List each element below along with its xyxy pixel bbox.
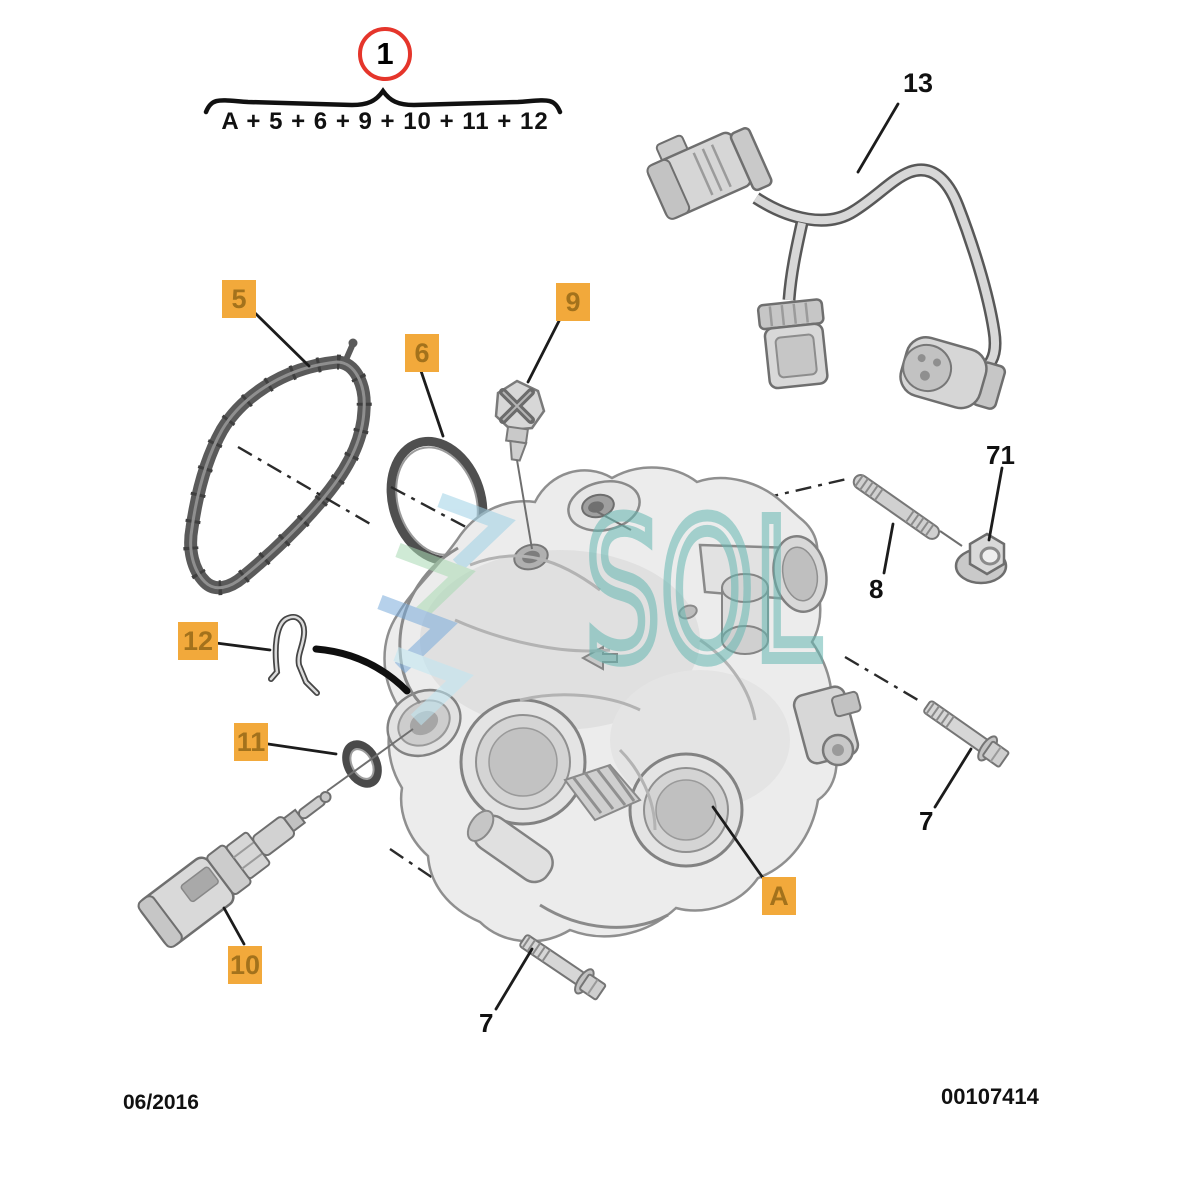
part-label-11: 11: [234, 723, 268, 761]
watermark-text: SOL: [585, 481, 820, 704]
part-label-6: 6: [405, 334, 439, 372]
leader-lines: [214, 102, 1004, 1011]
watermark-chevron-4: [393, 646, 474, 726]
group-formula: A + 5 + 6 + 9 + 10 + 11 + 12: [221, 108, 549, 135]
gasket-5-drawing: [183, 338, 372, 596]
part-label-12: 12: [178, 622, 218, 660]
part-label-7-right: 7: [919, 806, 934, 836]
watermark: SOL: [377, 475, 826, 726]
sensor-9-drawing: [494, 379, 546, 550]
brace: [203, 87, 563, 115]
bolt-7-right-drawing: [923, 700, 1010, 768]
part-label-71: 71: [986, 440, 1015, 470]
part-label-5: 5: [222, 280, 256, 318]
watermark-chevron-1: [437, 492, 516, 571]
footer-date: 06/2016: [123, 1091, 199, 1114]
clip-12-drawing: [268, 614, 411, 696]
watermark-chevron-2: [395, 542, 476, 622]
sensor-10-drawing: [137, 791, 332, 948]
part-label-10: 10: [228, 946, 262, 984]
footer-document-number: 00107414: [941, 1084, 1039, 1109]
hose-arc: [312, 645, 411, 695]
stud-8-drawing: [852, 474, 963, 547]
part-label-9: 9: [556, 283, 590, 321]
nut-71-drawing: [954, 532, 1008, 585]
harness-13-drawing: [646, 127, 1007, 410]
part-label-13: 13: [903, 68, 934, 98]
bolt-7-bottom-drawing: [519, 934, 607, 1001]
seal-11-drawing: [326, 728, 414, 792]
part-label-A: A: [762, 877, 796, 915]
group-callout-circle: 1: [358, 27, 412, 81]
part-label-8: 8: [869, 574, 884, 604]
part-label-7-bottom: 7: [479, 1008, 494, 1038]
